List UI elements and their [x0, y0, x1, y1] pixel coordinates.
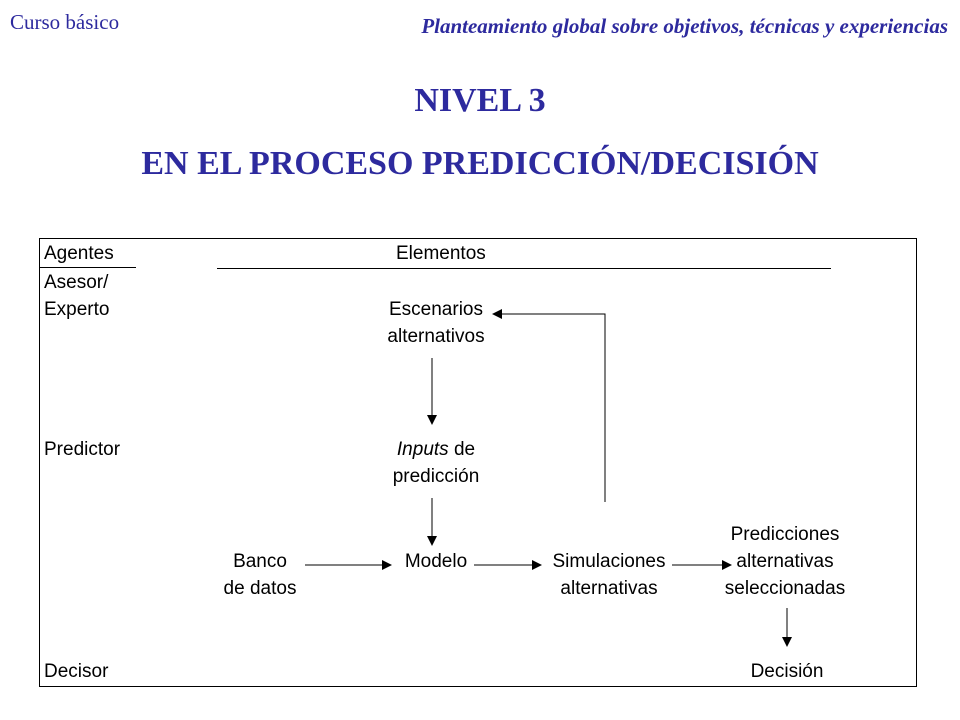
node-predictions-line3: seleccionadas — [724, 578, 846, 599]
node-databank-line1: Banco — [233, 551, 287, 572]
node-decision: Decisión — [750, 661, 824, 682]
node-scenarios-line2: alternativos — [387, 326, 485, 347]
slide-subtitle: Planteamiento global sobre objetivos, té… — [421, 14, 948, 38]
agent-decider: Decisor — [44, 661, 109, 682]
elements-header: Elementos — [396, 243, 486, 264]
agent-advisor-line2: Experto — [44, 299, 110, 320]
node-model: Modelo — [404, 551, 468, 572]
agent-predictor: Predictor — [44, 439, 121, 460]
agents-header: Agentes — [44, 243, 114, 264]
node-inputs-italic: Inputs — [396, 439, 449, 460]
diagram-frame — [39, 238, 917, 687]
node-inputs-line2: predicción — [392, 466, 480, 487]
node-databank-line2: de datos — [223, 578, 297, 599]
node-predictions-line1: Predicciones — [730, 524, 840, 545]
slide-title-process: EN EL PROCESO PREDICCIÓN/DECISIÓN — [141, 145, 819, 182]
node-scenarios-line1: Escenarios — [389, 299, 483, 320]
arrow-feedback-to-scenarios — [492, 309, 606, 502]
course-label: Curso básico — [10, 10, 120, 34]
node-simulations-line1: Simulaciones — [552, 551, 666, 572]
node-simulations-line2: alternativas — [560, 578, 658, 599]
agent-advisor-line1: Asesor/ — [44, 272, 109, 293]
node-inputs-rest: de — [448, 439, 476, 460]
node-inputs-line1: Inputs de — [356, 436, 516, 463]
node-predictions-line2: alternativas — [736, 551, 834, 572]
slide-title-level: NIVEL 3 — [414, 82, 546, 119]
